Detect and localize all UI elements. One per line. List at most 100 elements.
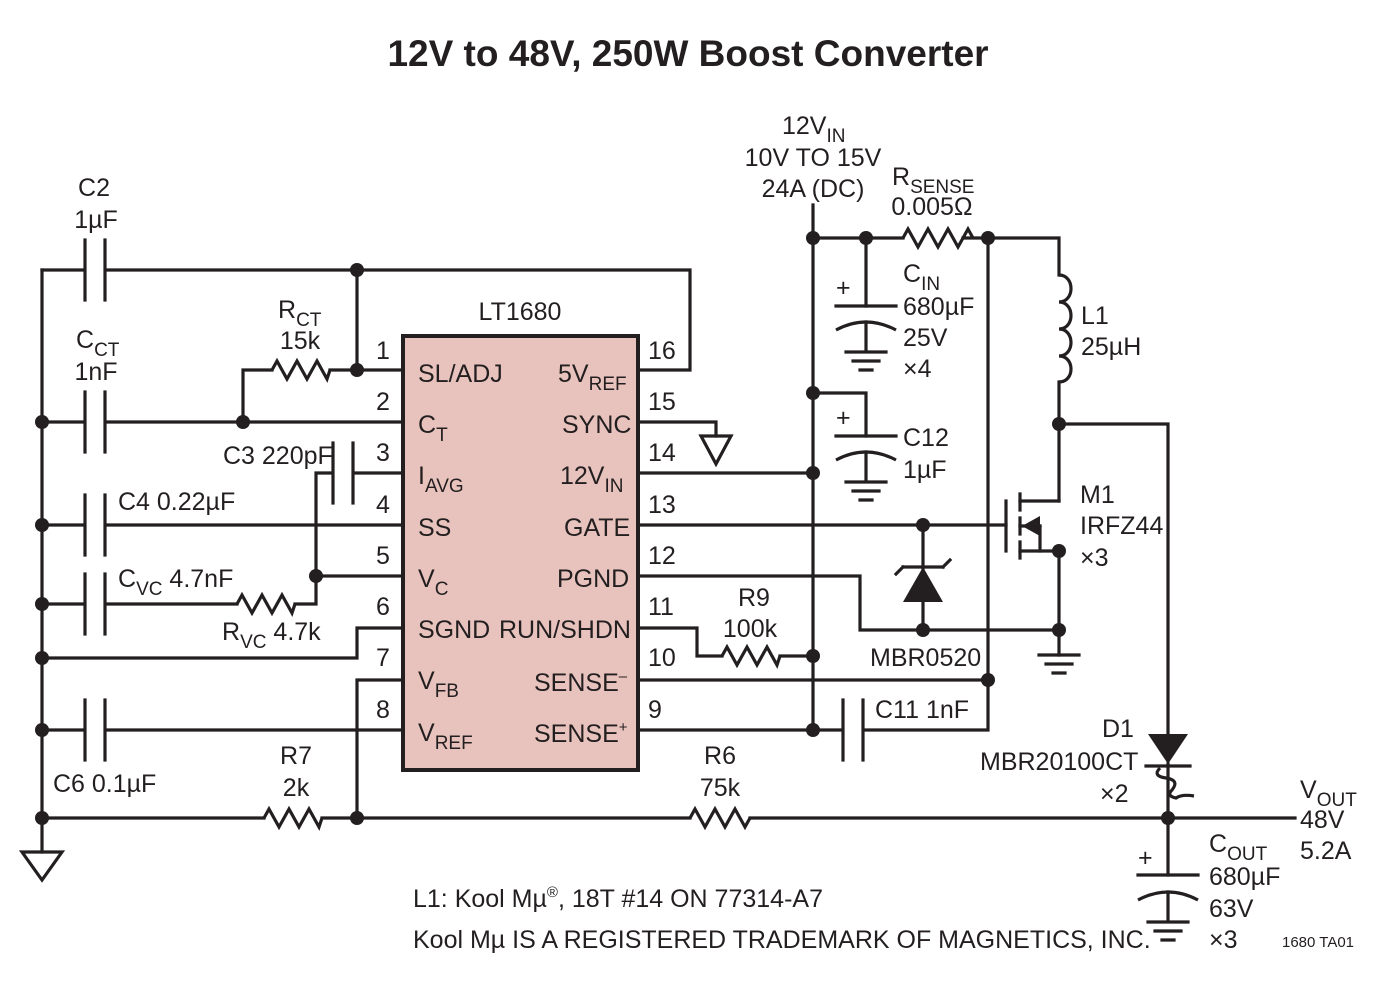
c2-ref: C2 (78, 174, 110, 202)
c4-capacitor (83, 493, 107, 557)
cct-value: 1nF (74, 358, 117, 386)
rsense-ref: RSENSE (892, 163, 974, 198)
m1-qty: ×3 (1080, 544, 1109, 572)
ic-left-pins: SL/ADJ CT IAVG SS VC SGND VFB VREF (418, 360, 503, 754)
pin-3-label: IAVG (418, 462, 464, 497)
ic-name: LT1680 (479, 298, 562, 326)
vout-name: VOUT (1300, 776, 1357, 811)
pin-num-3: 3 (376, 439, 390, 467)
cvc-label: CVC 4.7nF (118, 565, 233, 600)
svg-text:+: + (836, 274, 851, 302)
pin-5-label: VC (418, 565, 448, 600)
c12-ref: C12 (903, 424, 949, 452)
cvc-capacitor (83, 572, 107, 636)
cin-voltage: 25V (903, 324, 948, 352)
note-line-1: L1: Kool Mµ®, 18T #14 ON 77314-A7 (413, 884, 823, 913)
ground-sync-icon (698, 434, 734, 468)
vout-voltage: 48V (1300, 806, 1345, 834)
pin-num-13: 13 (648, 491, 676, 519)
pin-num-8: 8 (376, 696, 390, 724)
d1-part: MBR20100CT (980, 748, 1138, 776)
pin-num-2: 2 (376, 388, 390, 416)
pin-11-label: RUN/SHDN (499, 616, 631, 644)
r9-value: 100k (723, 615, 778, 643)
pin-13-label: GATE (564, 514, 630, 542)
l1-ref: L1 (1081, 302, 1109, 330)
pin-9-label: SENSE+ (534, 719, 628, 748)
pin-1-label: SL/ADJ (418, 360, 503, 388)
pin-num-15: 15 (648, 388, 676, 416)
cin-qty: ×4 (903, 355, 932, 383)
c12-capacitor: + (834, 404, 898, 502)
pin-num-14: 14 (648, 439, 676, 467)
cin-ref: CIN (903, 260, 940, 295)
d1-ref: D1 (1102, 715, 1134, 743)
ground-mosfet-icon (1037, 653, 1081, 675)
pin-num-11: 11 (648, 593, 674, 621)
c4-label: C4 0.22µF (118, 488, 235, 516)
pin-4-label: SS (418, 514, 451, 542)
c11-capacitor (841, 698, 865, 762)
ic-right-pin-numbers: 16 15 14 13 12 11 10 9 (648, 337, 676, 724)
cout-ref: COUT (1209, 830, 1268, 865)
r7-ref: R7 (280, 742, 312, 770)
d1-diode (1144, 734, 1195, 800)
cout-voltage: 63V (1209, 895, 1254, 923)
vout-current: 5.2A (1300, 837, 1352, 865)
c2-capacitor (83, 238, 107, 302)
left-junctions (35, 263, 364, 825)
vin-current: 24A (DC) (762, 175, 865, 203)
r6-resistor (688, 805, 752, 831)
pin-10-label: SENSE– (534, 668, 628, 697)
zener-diode (893, 557, 953, 602)
ic-body (401, 334, 640, 772)
pin-7-label: VFB (418, 667, 459, 702)
vin-range: 10V TO 15V (745, 144, 882, 172)
rvc-resistor (235, 591, 297, 617)
pin-num-12: 12 (648, 542, 676, 570)
ground-left-icon (18, 850, 66, 883)
note-line-2: Kool Mµ IS A REGISTERED TRADEMARK OF MAG… (413, 926, 1151, 954)
rct-ref: RCT (278, 296, 322, 331)
rsense-resistor (901, 225, 975, 251)
c12-value: 1µF (903, 456, 947, 484)
cout-value: 680µF (1209, 863, 1280, 891)
ic-right-pins: 5VREF SYNC 12VIN GATE PGND RUN/SHDN SENS… (499, 360, 631, 748)
pin-2-label: CT (418, 411, 448, 446)
rsense-value: 0.005Ω (891, 193, 972, 221)
rct-value: 15k (280, 327, 321, 355)
d1-qty: ×2 (1100, 780, 1129, 808)
m1-part: IRFZ44 (1080, 512, 1163, 540)
pin-num-16: 16 (648, 337, 676, 365)
pin-num-6: 6 (376, 593, 390, 621)
r9-resistor (720, 643, 782, 669)
pin-15-label: SYNC (562, 411, 631, 439)
pin-12-label: PGND (557, 565, 629, 593)
pin-num-4: 4 (376, 491, 390, 519)
pin-14-label: 12VIN (560, 462, 623, 497)
c6-label: C6 0.1µF (53, 770, 156, 798)
zener-label: MBR0520 (870, 644, 981, 672)
rct-resistor (270, 357, 332, 383)
c11-label: C11 1nF (875, 696, 969, 724)
pin-6-label: SGND (418, 616, 490, 644)
vin-name: 12VIN (782, 112, 845, 147)
l1-inductor (1058, 273, 1073, 384)
r6-ref: R6 (704, 742, 736, 770)
svg-text:+: + (836, 404, 851, 432)
cin-capacitor: + (834, 274, 898, 372)
c3-label: C3 220pF (223, 442, 333, 470)
pin-num-7: 7 (376, 644, 390, 672)
pin-num-1: 1 (376, 337, 390, 365)
left-wiring (40, 268, 1297, 854)
c6-capacitor (83, 698, 107, 762)
rvc-label: RVC 4.7k (222, 618, 321, 653)
c3-capacitor (331, 441, 355, 505)
cct-ref: CCT (76, 326, 120, 361)
ic-left-pin-numbers: 1 2 3 4 5 6 7 8 (376, 337, 390, 724)
r9-ref: R9 (738, 584, 770, 612)
pin-num-5: 5 (376, 542, 390, 570)
m1-mosfet (1004, 492, 1061, 560)
cout-qty: ×3 (1209, 926, 1238, 954)
